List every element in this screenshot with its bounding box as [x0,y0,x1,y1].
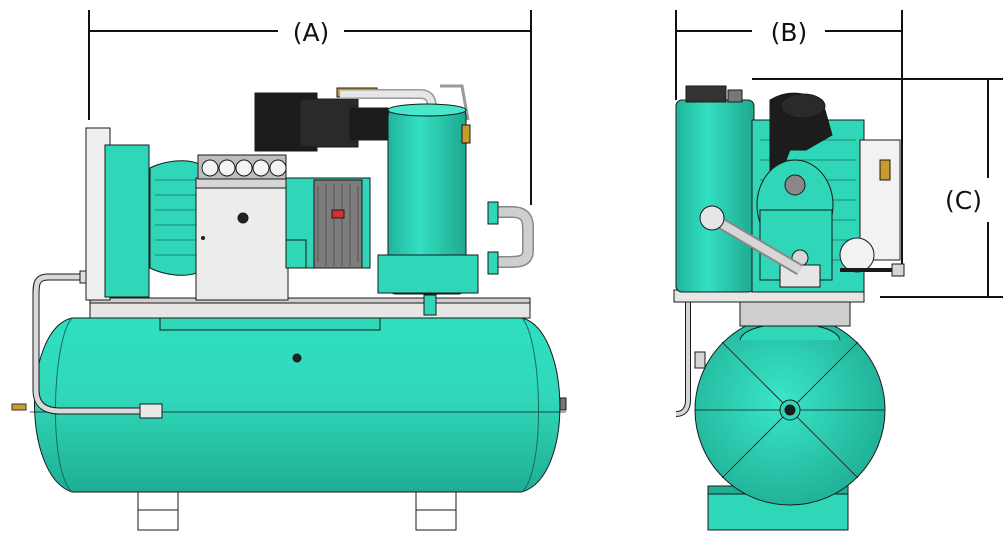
tank-leg-left [137,487,179,531]
dimension-b-label: (B) [771,18,808,47]
dimension-a-label: (A) [293,18,330,47]
dimension-b [675,10,903,275]
dimension-c-label: (C) [945,186,982,215]
control-box [195,177,289,301]
side-view-compressor [673,85,905,531]
side-gauge [839,237,875,273]
dimension-c [752,78,1003,298]
side-separator-vessel [675,99,755,293]
horizontal-receiver-tank [34,317,561,493]
dimension-a [88,10,532,205]
tank-port [292,353,302,363]
front-view-compressor [11,84,567,531]
gauge-panel [197,154,287,180]
tank-leg-right [415,487,457,531]
